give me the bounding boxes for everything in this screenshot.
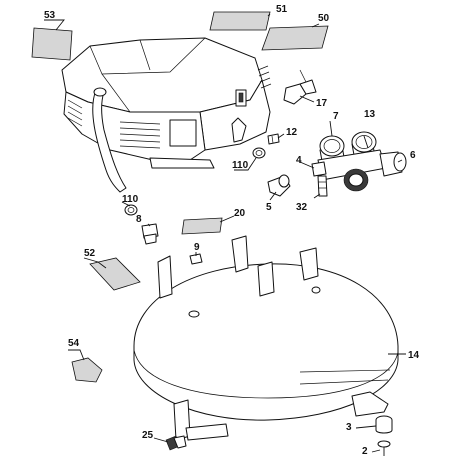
leader-lines bbox=[44, 13, 406, 453]
callout-110-upper: 110 bbox=[232, 160, 249, 171]
callout-25: 25 bbox=[142, 430, 154, 441]
part-2-screw bbox=[377, 440, 391, 456]
part-5-elbow bbox=[267, 174, 291, 197]
callout-17: 17 bbox=[316, 98, 328, 109]
label-52 bbox=[89, 257, 141, 291]
callout-14: 14 bbox=[408, 350, 420, 361]
callout-5: 5 bbox=[266, 202, 272, 213]
motor-housing bbox=[61, 37, 272, 193]
label-54 bbox=[71, 357, 103, 383]
callout-20: 20 bbox=[234, 208, 246, 219]
callout-3: 3 bbox=[346, 422, 352, 433]
callout-2: 2 bbox=[362, 446, 368, 457]
label-20 bbox=[181, 217, 223, 235]
callout-7: 7 bbox=[333, 111, 339, 122]
callout-9: 9 bbox=[194, 242, 200, 253]
callout-53: 53 bbox=[44, 10, 56, 21]
part-25-drain-valve bbox=[165, 435, 187, 451]
callout-110-lower: 110 bbox=[122, 194, 139, 205]
callout-8: 8 bbox=[136, 214, 142, 225]
callout-13: 13 bbox=[364, 109, 376, 120]
part-17-safety-valve bbox=[283, 69, 317, 105]
part-110-nut-upper bbox=[252, 147, 266, 159]
label-50 bbox=[261, 25, 329, 51]
callout-labels: 53 51 50 17 7 13 12 4 6 110 5 32 110 8 2… bbox=[44, 4, 420, 457]
callout-32: 32 bbox=[296, 202, 308, 213]
part-14-air-tank bbox=[133, 235, 399, 441]
part-110-nut-lower bbox=[124, 204, 138, 216]
label-51 bbox=[209, 11, 271, 31]
part-3-rubber-foot bbox=[375, 415, 393, 434]
label-53 bbox=[31, 27, 73, 61]
callout-54: 54 bbox=[68, 338, 80, 349]
part-9-clip bbox=[189, 253, 203, 265]
callout-50: 50 bbox=[318, 13, 330, 24]
callout-52: 52 bbox=[84, 248, 96, 259]
part-8-check-valve bbox=[141, 223, 159, 245]
part-12-fitting bbox=[267, 133, 280, 145]
manifold-assembly bbox=[311, 131, 407, 197]
callout-12: 12 bbox=[286, 127, 298, 138]
callout-51: 51 bbox=[276, 4, 288, 15]
callout-4: 4 bbox=[296, 155, 302, 166]
callout-6: 6 bbox=[410, 150, 416, 161]
